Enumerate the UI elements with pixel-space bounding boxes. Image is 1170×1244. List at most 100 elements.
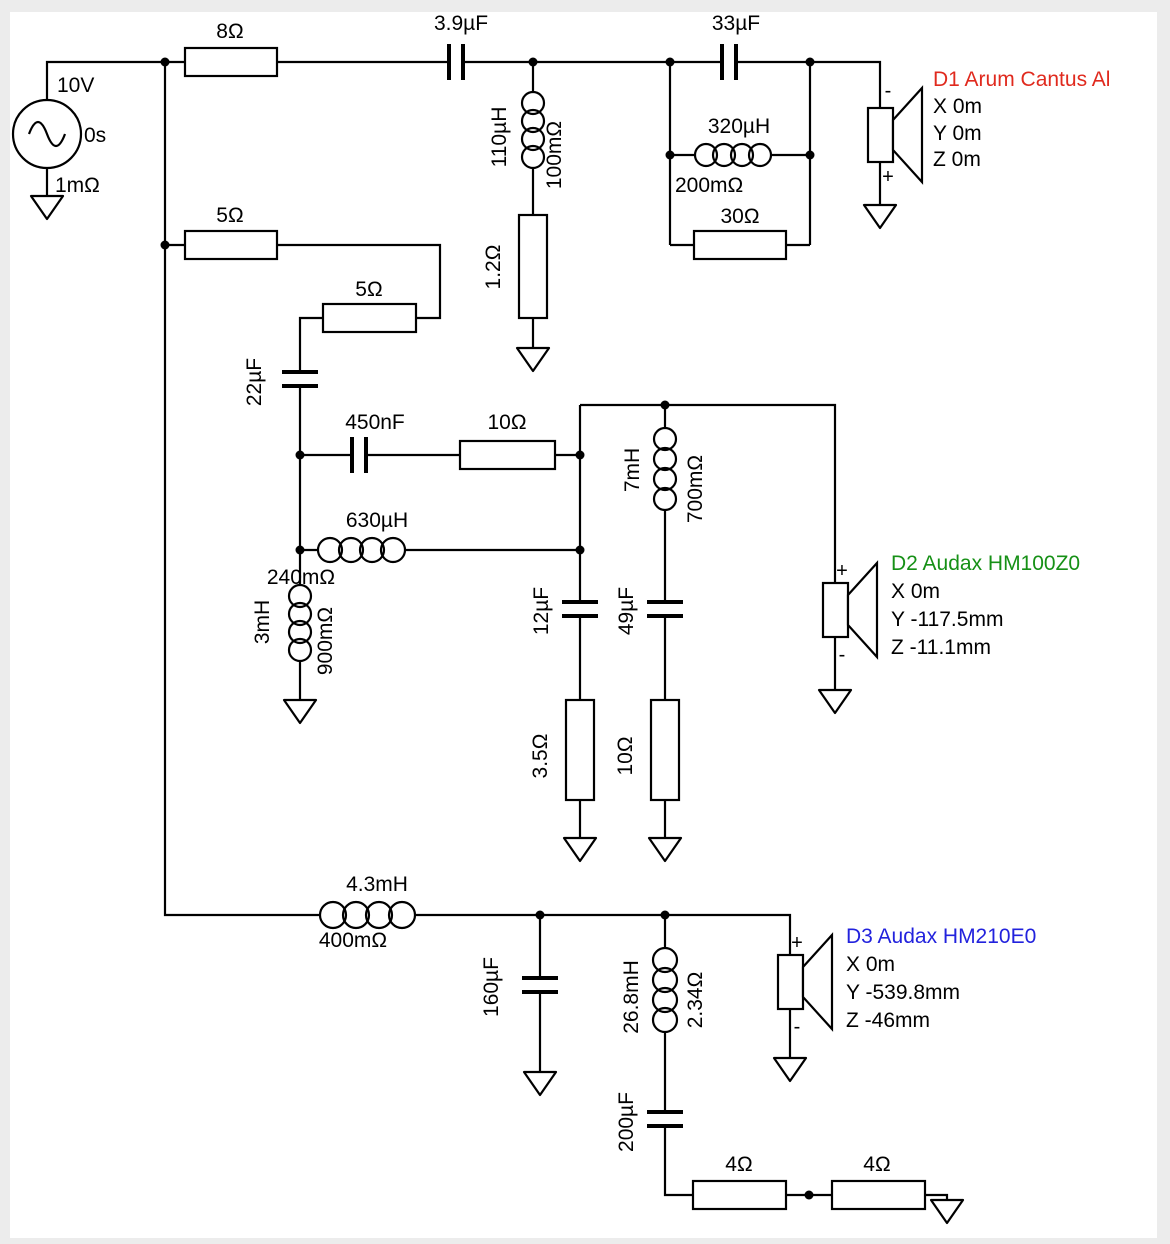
d2-bottom-sign: - xyxy=(839,644,846,666)
ground-source[interactable] xyxy=(29,194,65,221)
capacitor-33uF[interactable] xyxy=(720,44,738,80)
label-l-630uH: 630µH xyxy=(346,509,408,532)
inductor-26.8mH[interactable] xyxy=(651,946,679,1034)
junction-dot xyxy=(805,150,815,160)
junction-dot xyxy=(160,240,170,250)
inductor-3mH[interactable] xyxy=(287,583,313,663)
junction-dot xyxy=(804,1190,814,1200)
junction-dot xyxy=(805,57,815,67)
sine-wave-icon xyxy=(27,120,67,148)
label-c-12uF: 12µF xyxy=(530,587,553,635)
label-l-4.3mH: 4.3mH xyxy=(346,873,408,896)
d3-z: Z -46mm xyxy=(846,1009,930,1032)
ground-d3[interactable] xyxy=(772,1056,808,1083)
inductor-110uH[interactable] xyxy=(520,90,546,170)
inductor-630uH[interactable] xyxy=(316,536,407,564)
label-r-30ohm: 30Ω xyxy=(720,205,759,228)
resistor-30ohm[interactable] xyxy=(692,229,788,261)
label-c-49uF: 49µF xyxy=(615,587,638,635)
junction-dot xyxy=(665,57,675,67)
inductor-4.3mH[interactable] xyxy=(318,900,417,930)
junction-dots xyxy=(160,57,815,1200)
ac-voltage-source[interactable] xyxy=(11,98,83,170)
resistor-8ohm[interactable] xyxy=(183,46,279,78)
label-l-320uH-res: 200mΩ xyxy=(675,174,743,197)
speaker-d1[interactable] xyxy=(866,85,924,185)
speaker-d3-cone-icon xyxy=(801,932,834,1032)
resistor-4ohm-1[interactable] xyxy=(691,1179,788,1211)
d2-z: Z -11.1mm xyxy=(891,636,991,659)
d1-x: X 0m xyxy=(933,95,982,118)
capacitor-22uF[interactable] xyxy=(282,370,318,388)
junction-dot xyxy=(295,545,305,555)
label-r-10ohm-series: 10Ω xyxy=(487,411,526,434)
ground-12uF-leg[interactable] xyxy=(562,836,598,863)
speaker-d3-body xyxy=(776,953,805,1011)
capacitor-450nF[interactable] xyxy=(350,437,368,473)
label-l-7mH: 7mH xyxy=(621,448,644,492)
resistor-10ohm-shunt[interactable] xyxy=(649,698,681,802)
ground-d2[interactable] xyxy=(817,688,853,715)
ground-49uF-leg[interactable] xyxy=(647,836,683,863)
label-r-4ohm-2: 4Ω xyxy=(863,1153,890,1176)
resistor-1.2ohm[interactable] xyxy=(517,213,549,320)
d1-top-sign: - xyxy=(885,80,892,102)
label-r-1.2ohm: 1.2Ω xyxy=(482,245,505,290)
label-l-26.8mH-res: 2.34Ω xyxy=(684,972,707,1029)
schematic-background xyxy=(10,12,1157,1238)
resistor-5ohm-2[interactable] xyxy=(321,302,418,334)
d1-name: D1 Arum Cantus Al xyxy=(933,68,1110,91)
label-c-450nF: 450nF xyxy=(345,411,405,434)
label-r-4ohm-1: 4Ω xyxy=(725,1153,752,1176)
resistor-4ohm-2[interactable] xyxy=(830,1179,927,1211)
label-l-110uH: 110µH xyxy=(488,107,511,168)
label-l-3mH: 3mH xyxy=(251,600,274,644)
d3-y: Y -539.8mm xyxy=(846,981,960,1004)
junction-dot xyxy=(660,910,670,920)
speaker-d3[interactable] xyxy=(776,932,834,1032)
capacitor-49uF[interactable] xyxy=(647,600,683,618)
junction-dot xyxy=(160,57,170,67)
source-voltage-label: 10V xyxy=(57,74,94,97)
speaker-d1-cone-icon xyxy=(891,85,924,185)
label-c-200uF: 200µF xyxy=(615,1092,638,1152)
ground-d1[interactable] xyxy=(862,203,898,230)
label-l-7mH-res: 700mΩ xyxy=(684,455,707,523)
inductor-320uH[interactable] xyxy=(693,142,773,168)
capacitor-160uF[interactable] xyxy=(522,976,558,994)
speaker-d2-body xyxy=(821,581,850,639)
capacitor-200uF[interactable] xyxy=(647,1110,683,1128)
d1-y: Y 0m xyxy=(933,122,982,145)
speaker-d2[interactable] xyxy=(821,560,879,660)
label-c-160uF: 160µF xyxy=(480,957,503,1017)
label-c-22uF: 22µF xyxy=(243,358,266,406)
ground-notch[interactable] xyxy=(929,1198,965,1225)
label-l-3mH-res: 900mΩ xyxy=(314,607,337,675)
label-r-10ohm-shunt: 10Ω xyxy=(614,736,637,775)
resistor-10ohm-series[interactable] xyxy=(458,439,557,471)
resistor-5ohm-1[interactable] xyxy=(183,229,279,261)
label-r-8ohm: 8Ω xyxy=(216,20,243,43)
junction-dot xyxy=(575,545,585,555)
capacitor-3.9uF[interactable] xyxy=(447,44,465,80)
speaker-d2-cone-icon xyxy=(846,560,879,660)
d3-name: D3 Audax HM210E0 xyxy=(846,925,1036,948)
d1-bottom-sign: + xyxy=(882,166,894,188)
d3-top-sign: + xyxy=(791,932,803,954)
label-l-630uH-res: 240mΩ xyxy=(267,566,335,589)
source-time-label: 0s xyxy=(84,124,106,147)
label-r-5ohm-2: 5Ω xyxy=(355,278,382,301)
junction-dot xyxy=(660,400,670,410)
inductor-7mH[interactable] xyxy=(652,426,678,512)
source-impedance-label: 1mΩ xyxy=(55,174,100,197)
ground-3mH[interactable] xyxy=(282,698,318,725)
label-c-3.9uF: 3.9µF xyxy=(434,12,488,35)
junction-dot xyxy=(665,150,675,160)
d3-x: X 0m xyxy=(846,953,895,976)
d2-name: D2 Audax HM100Z0 xyxy=(891,552,1080,575)
capacitor-12uF[interactable] xyxy=(562,600,598,618)
resistor-3.5ohm[interactable] xyxy=(564,698,596,802)
d1-z: Z 0m xyxy=(933,148,981,171)
ground-tweeter-shunt[interactable] xyxy=(515,346,551,373)
ground-160uF[interactable] xyxy=(522,1070,558,1097)
